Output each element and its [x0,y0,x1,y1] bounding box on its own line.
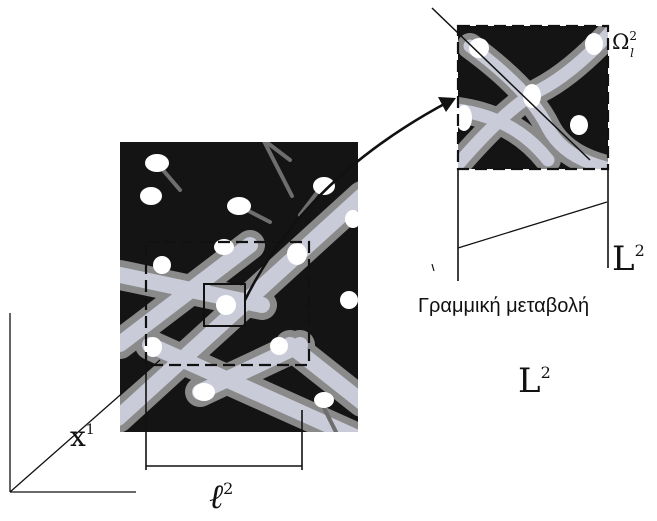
linear-variation-caption: Γραμμική μεταβολή [418,295,589,317]
x-axis-label: x1 [70,420,95,453]
L-side-label: L2 [612,239,645,279]
main-microstructure [120,142,358,432]
zoomed-cell [431,7,610,281]
L-below-label: L2 [518,361,551,401]
coordinate-axes [9,313,161,493]
zoom-arrow [243,97,456,301]
inner-cell-box [203,283,246,327]
small-tick-mark [431,263,435,272]
zoom-inclusions [458,33,603,135]
dashed-window [144,240,311,367]
zoom-dashed-frame [456,24,610,171]
linear-variation-line [457,201,608,249]
inclusion-tails [155,142,338,432]
ell-dimension [145,365,303,470]
ell-label: ℓ2 [209,477,233,517]
inclusions [140,154,358,408]
arrow-head [438,97,456,112]
position-vector [9,359,161,493]
